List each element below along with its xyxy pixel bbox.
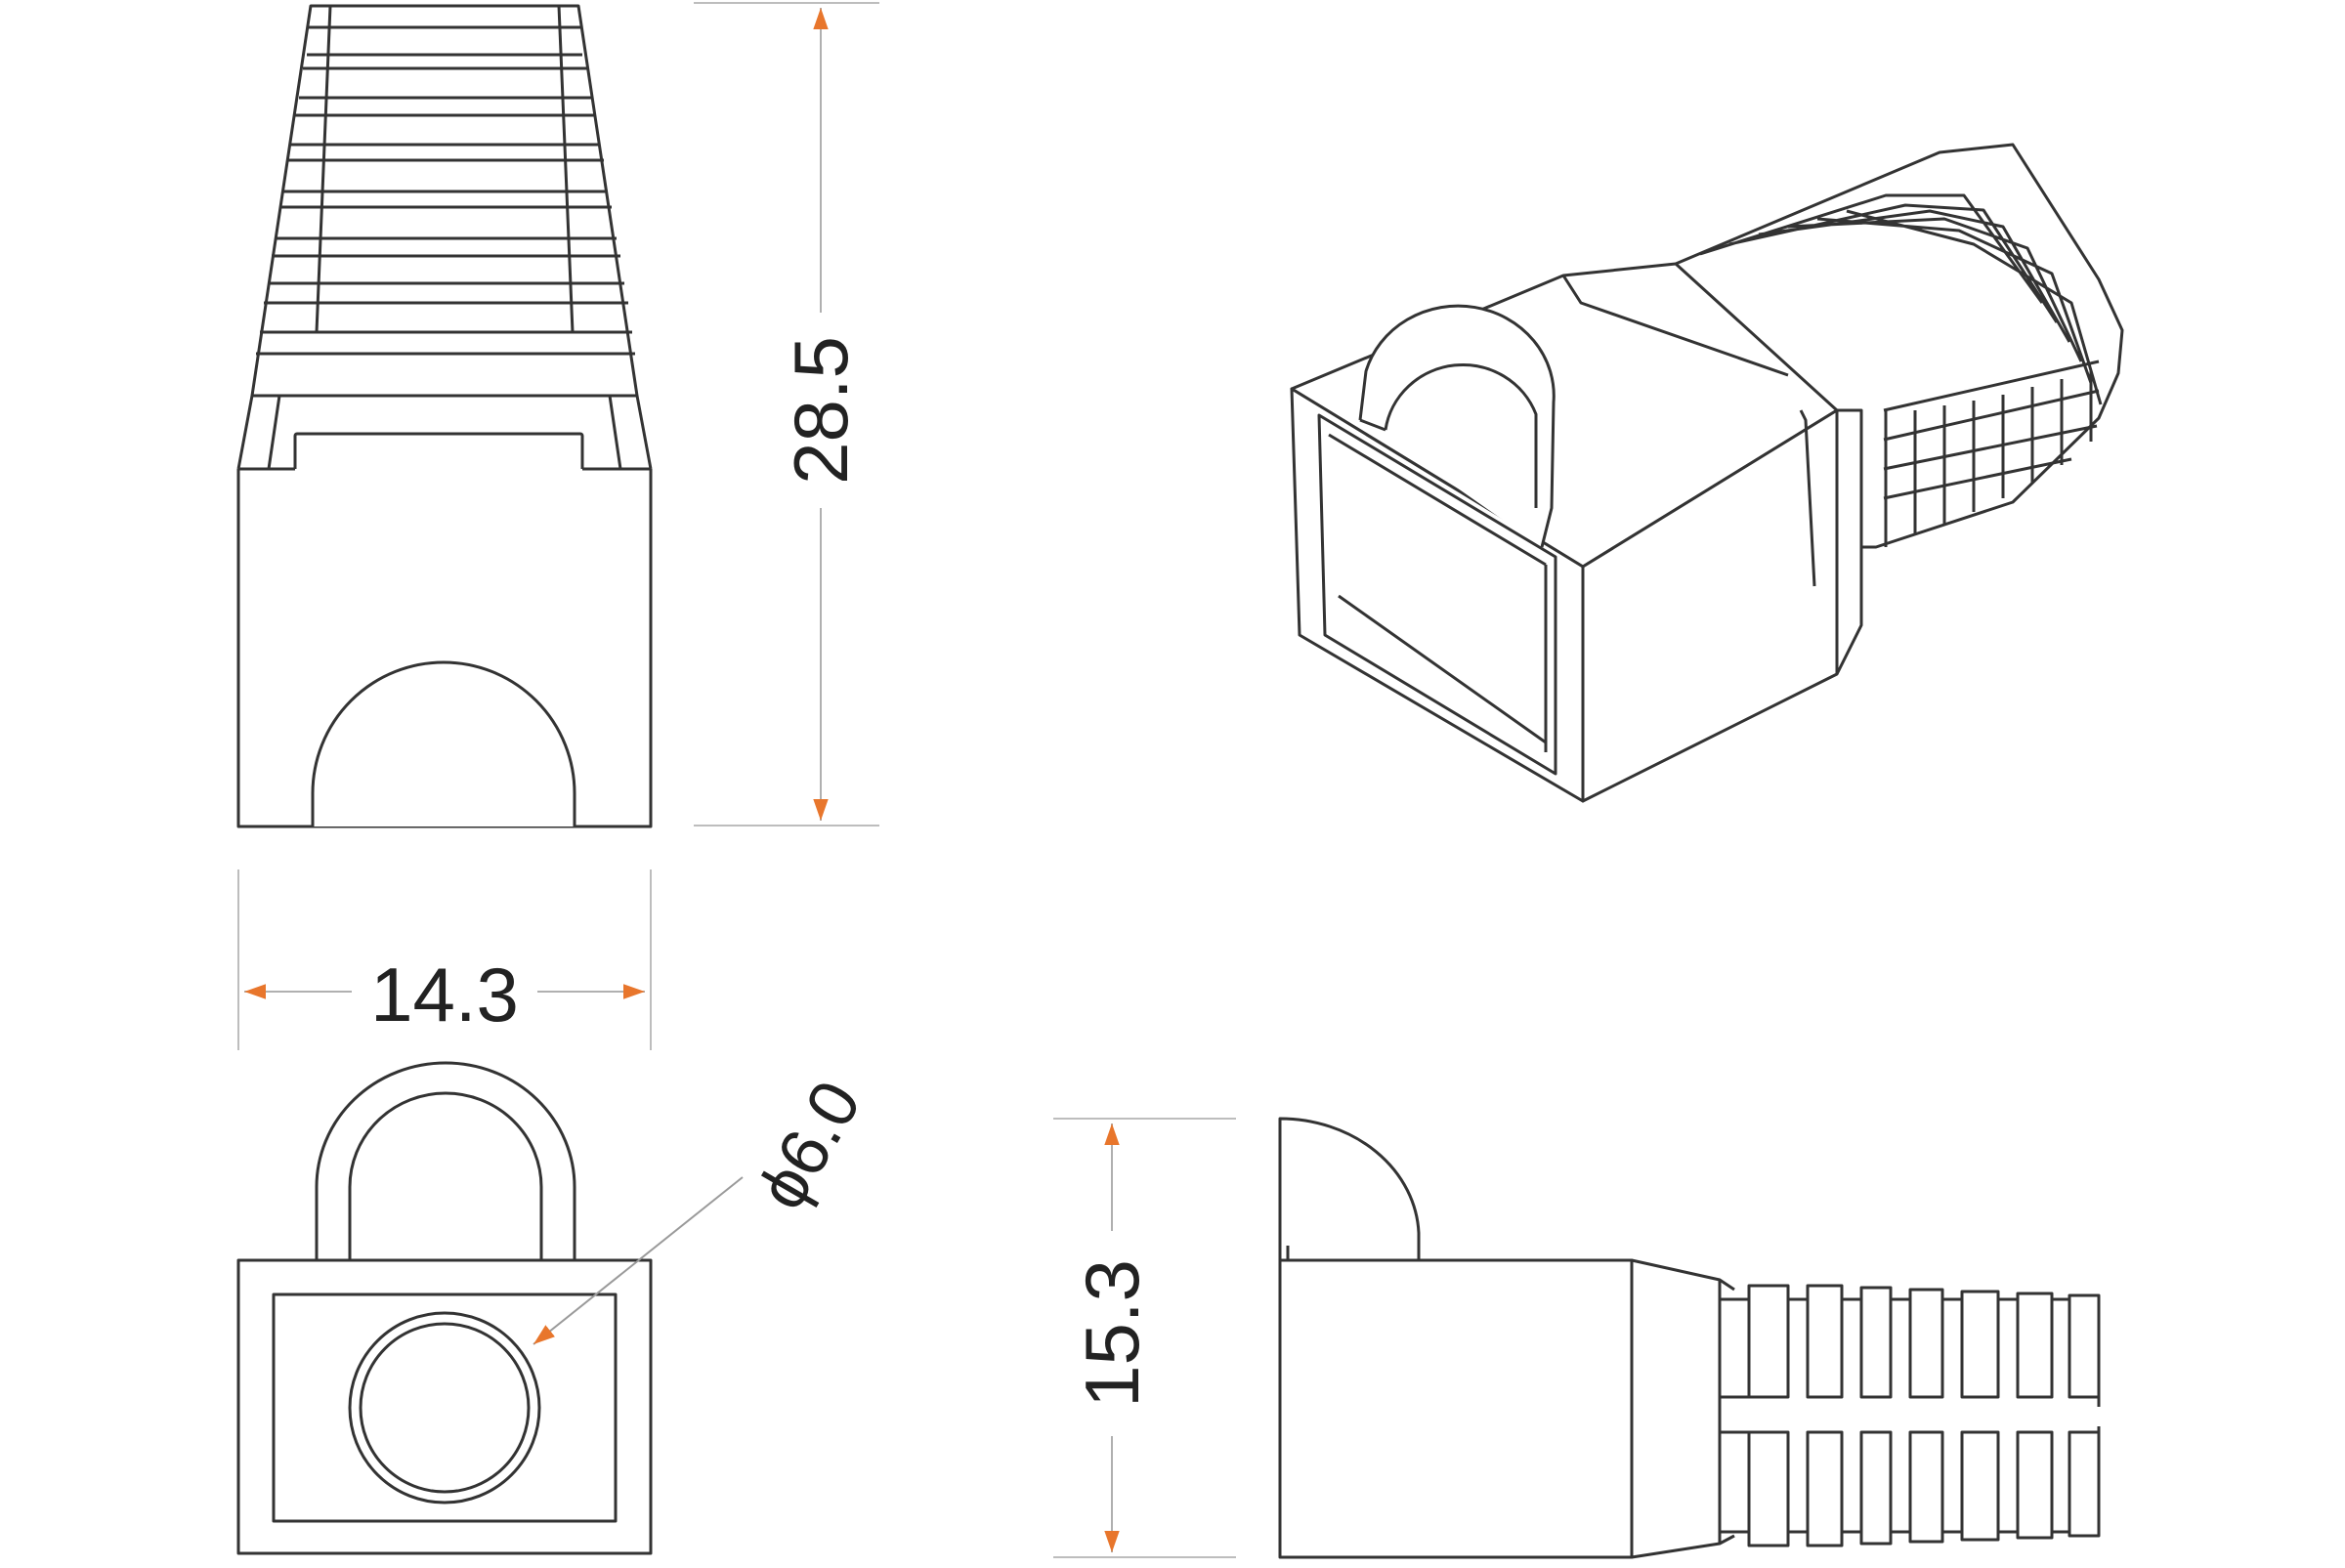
front-view bbox=[236, 4, 653, 828]
width-label: 14.3 bbox=[370, 952, 519, 1038]
cable-hole bbox=[348, 1311, 541, 1504]
height-label: 28.5 bbox=[778, 336, 864, 485]
height-dimension: 28.5 bbox=[694, 2, 879, 826]
side-height-dimension: 15.3 bbox=[1053, 1118, 1236, 1558]
side-tail-ribs bbox=[1720, 1284, 2101, 1547]
width-dimension: 14.3 bbox=[237, 869, 652, 1050]
end-view bbox=[236, 1061, 653, 1555]
diameter-label: ϕ6.0 bbox=[743, 1068, 875, 1221]
isometric-view bbox=[1290, 143, 2124, 803]
side-view bbox=[1278, 1117, 2101, 1559]
tail-ribs bbox=[256, 5, 635, 356]
diameter-callout: ϕ6.0 bbox=[533, 1068, 875, 1345]
side-height-label: 15.3 bbox=[1069, 1259, 1155, 1408]
